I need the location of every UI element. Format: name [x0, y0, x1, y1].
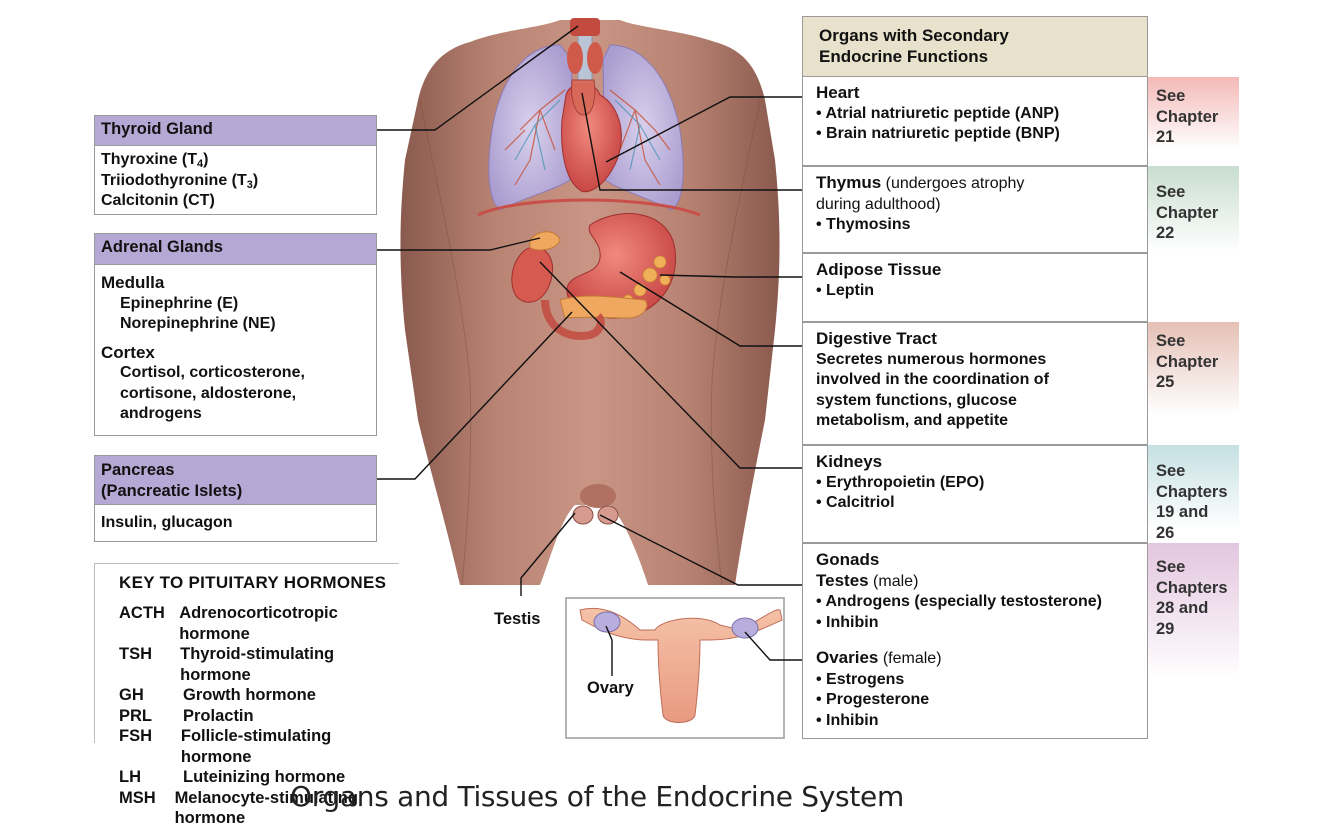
secondary-title-line1: Organs with Secondary — [819, 26, 1009, 45]
medulla-item: Norepinephrine (NE) — [120, 315, 276, 332]
cortex-label: Cortex — [101, 342, 155, 362]
digestive-line: metabolism, and appetite — [816, 412, 1009, 429]
heart-item: • Atrial natriuretic peptide (ANP) — [816, 104, 1060, 122]
adrenal-glands-box: Adrenal Glands Medulla Epinephrine (E) N… — [94, 233, 377, 436]
adrenal-details: Medulla Epinephrine (E) Norepinephrine (… — [95, 265, 376, 429]
gonads-title: Gonads — [816, 550, 880, 569]
adipose-title: Adipose Tissue — [816, 260, 942, 279]
thyroid-hormone-item: Calcitonin (CT) — [101, 192, 215, 209]
cortex-item: Cortisol, corticosterone, — [120, 364, 305, 381]
kidneys-item: • Calcitriol — [816, 494, 895, 511]
pancreas — [559, 295, 648, 319]
heart-item: • Brain natriuretic peptide (BNP) — [816, 125, 1060, 142]
uterus — [579, 607, 783, 723]
heart-row: Heart • Atrial natriuretic peptide (ANP)… — [802, 77, 1148, 166]
pancreas-title-line2: (Pancreatic Islets) — [101, 481, 243, 500]
testes-note: (male) — [868, 572, 919, 590]
adipose-item: • Leptin — [816, 281, 875, 299]
thymus-item: • Thymosins — [816, 216, 911, 233]
cortex-item: androgens — [120, 405, 202, 422]
kidneys-item: • Erythropoietin (EPO) — [816, 473, 985, 491]
adrenal-glands-title: Adrenal Glands — [95, 234, 376, 265]
digestive-line: system functions, glucose — [816, 391, 1017, 409]
testes — [572, 484, 619, 525]
heart-title: Heart — [816, 83, 860, 102]
kidney — [511, 246, 554, 303]
digestive-row: Digestive Tract Secretes numerous hormon… — [802, 322, 1148, 445]
digestive-line: Secretes numerous hormones — [816, 350, 1047, 368]
key-title: KEY TO PITUITARY HORMONES — [119, 573, 387, 592]
testes-title: Testes — [816, 570, 869, 590]
cortex-item: cortisone, aldosterone, — [120, 384, 297, 402]
adipose-row: Adipose Tissue • Leptin — [802, 253, 1148, 322]
thymus-note: (undergoes atrophy — [881, 175, 1025, 192]
kidneys-row: Kidneys • Erythropoietin (EPO) • Calcitr… — [802, 445, 1148, 543]
thyroid-gland-box: Thyroid Gland Thyroxine (T4) Triiodothyr… — [94, 115, 377, 215]
leader-lines — [377, 25, 802, 676]
secondary-organs-header: Organs with Secondary Endocrine Function… — [802, 16, 1148, 77]
thyroid-hormone-item: Thyroxine (T4) — [101, 151, 209, 170]
thymus-title: Thymus — [816, 173, 882, 192]
gonads-row: Gonads Testes (male) • Androgens (especi… — [802, 543, 1148, 739]
adrenal-gland — [529, 231, 561, 251]
ovaries-note: (female) — [878, 650, 942, 667]
pancreas-title: Pancreas (Pancreatic Islets) — [95, 456, 376, 505]
testes-item: • Inhibin — [816, 613, 879, 631]
ovary-label: Ovary — [587, 679, 634, 697]
pancreas-title-line1: Pancreas — [101, 461, 175, 479]
thyroid-hormones: Thyroxine (T4) Triiodothyronine (T3) Cal… — [95, 146, 376, 216]
thymus-row: Thymus (undergoes atrophy during adultho… — [802, 166, 1148, 253]
figure-caption: Organs and Tissues of the Endocrine Syst… — [290, 780, 904, 813]
thyroid-gland-title: Thyroid Gland — [95, 116, 376, 146]
ovaries-item: • Estrogens — [816, 670, 905, 688]
testes-item: • Androgens (especially testosterone) — [816, 593, 1102, 610]
testis-label: Testis — [494, 610, 541, 628]
digestive-title: Digestive Tract — [816, 329, 937, 348]
thyroid-hormone-item: Triiodothyronine (T3) — [101, 171, 259, 191]
medulla-item: Epinephrine (E) — [120, 294, 239, 312]
thymus-note-2: during adulthood) — [816, 195, 941, 213]
secondary-title-line2: Endocrine Functions — [819, 47, 989, 66]
ovaries-item: • Inhibin — [816, 711, 879, 729]
lungs — [488, 44, 684, 211]
digestive-line: involved in the coordination of — [816, 371, 1049, 388]
kidneys-title: Kidneys — [816, 452, 883, 471]
pancreas-box: Pancreas (Pancreatic Islets) Insulin, gl… — [94, 455, 377, 542]
ovaries-item: • Progesterone — [816, 691, 930, 708]
ovaries-title: Ovaries — [816, 648, 879, 667]
medulla-label: Medulla — [101, 273, 165, 292]
pancreas-hormones: Insulin, glucagon — [101, 514, 233, 531]
